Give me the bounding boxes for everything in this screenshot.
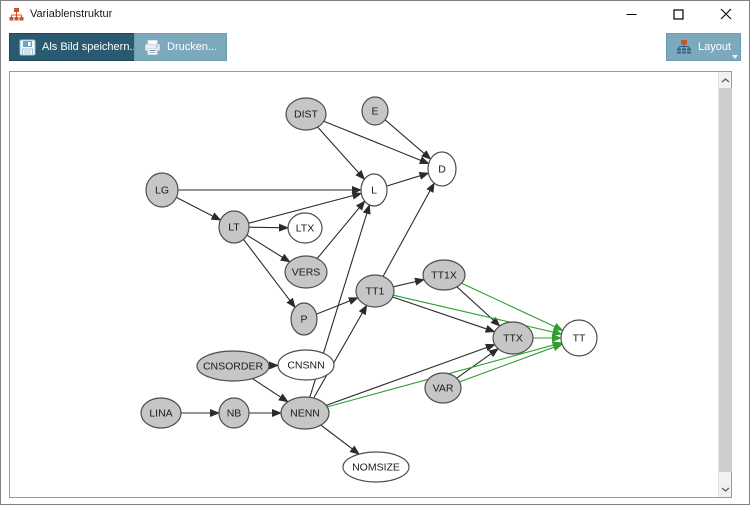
node-ellipse-DIST[interactable]: [285, 97, 327, 131]
edge-TT1-TT1X: [393, 277, 425, 288]
window-controls: [608, 1, 749, 27]
node-ellipse-CNSNN[interactable]: [277, 349, 335, 381]
node-ellipse-TT1[interactable]: [355, 274, 395, 308]
maximize-button[interactable]: [655, 1, 702, 27]
node-ellipse-LINA[interactable]: [140, 397, 182, 429]
app-sitemap-icon: [9, 7, 24, 20]
edge-LT-P: [243, 239, 296, 309]
graph-node-TT[interactable]: TT: [560, 319, 598, 357]
graph-node-LT[interactable]: LT: [218, 210, 250, 244]
edge-E-D: [384, 119, 432, 160]
graph-node-DIST[interactable]: DIST: [285, 97, 327, 131]
edge-DIST-D: [323, 120, 430, 165]
dropdown-arrow-icon: [732, 55, 738, 59]
edge-TT1X-TT: [461, 282, 564, 331]
node-ellipse-P[interactable]: [290, 302, 318, 336]
graph-node-NB[interactable]: NB: [218, 397, 250, 429]
graph-node-VAR[interactable]: VAR: [424, 372, 462, 404]
edge-TT1-TT: [393, 294, 563, 336]
node-ellipse-VERS[interactable]: [284, 255, 328, 289]
graph-node-CNSNN[interactable]: CNSNN: [277, 349, 335, 381]
node-ellipse-LG[interactable]: [145, 172, 179, 208]
layout-button[interactable]: Layout: [665, 33, 741, 61]
graph-node-LG[interactable]: LG: [145, 172, 179, 208]
close-icon: [720, 8, 731, 20]
scroll-down-button[interactable]: [719, 481, 732, 497]
node-ellipse-NOMSIZE[interactable]: [342, 451, 410, 483]
edge-CNSORDER-NENN: [252, 378, 289, 403]
graph-node-TT1X[interactable]: TT1X: [422, 259, 466, 291]
node-ellipse-D[interactable]: [427, 151, 457, 187]
edge-LT-LTX: [248, 223, 289, 232]
scroll-up-button[interactable]: [719, 72, 732, 88]
graph-node-TT1[interactable]: TT1: [355, 274, 395, 308]
save-as-image-button[interactable]: Als Bild speichern...: [9, 33, 149, 61]
edge-NENN-NOMSIZE: [320, 424, 360, 455]
node-ellipse-NENN[interactable]: [280, 396, 330, 430]
edge-TT1X-TTX: [456, 286, 501, 327]
print-label: Drucken...: [167, 41, 218, 53]
graph-node-D[interactable]: D: [427, 151, 457, 187]
layout-label: Layout: [697, 41, 731, 53]
maximize-icon: [673, 8, 684, 20]
minimize-button[interactable]: [608, 1, 655, 27]
edge-P-TT1: [316, 297, 359, 315]
node-ellipse-LT[interactable]: [218, 210, 250, 244]
titlebar: Variablenstruktur: [1, 1, 749, 27]
edge-LT-VERS: [246, 234, 291, 263]
toolbar: Als Bild speichern... Drucken...: [1, 29, 749, 67]
vertical-scrollbar[interactable]: [718, 72, 732, 497]
graph-node-TTX[interactable]: TTX: [492, 321, 534, 355]
print-button[interactable]: Drucken...: [134, 33, 228, 61]
graph-node-NENN[interactable]: NENN: [280, 396, 330, 430]
graph-node-L[interactable]: L: [360, 173, 388, 207]
edge-L-D: [386, 172, 430, 187]
close-button[interactable]: [702, 1, 749, 27]
edge-TT1-D: [382, 182, 435, 277]
edge-LG-LT: [176, 196, 222, 221]
node-ellipse-L[interactable]: [360, 173, 388, 207]
graph-node-P[interactable]: P: [290, 302, 318, 336]
window-title: Variablenstruktur: [30, 8, 113, 20]
graph-node-NOMSIZE[interactable]: NOMSIZE: [342, 451, 410, 483]
graph-node-VERS[interactable]: VERS: [284, 255, 328, 289]
edge-VAR-TT: [459, 343, 564, 383]
node-ellipse-CNSORDER[interactable]: [196, 350, 270, 382]
edge-TT1-TTX: [392, 296, 496, 333]
node-ellipse-LTX[interactable]: [287, 212, 323, 244]
chevron-up-icon: [721, 77, 730, 82]
edge-DIST-L: [317, 126, 366, 180]
scrollbar-thumb[interactable]: [719, 88, 732, 472]
edge-LT-L: [248, 191, 363, 224]
layout-sitemap-icon: [676, 40, 691, 54]
save-as-image-label: Als Bild speichern...: [42, 41, 139, 53]
graph-node-LTX[interactable]: LTX: [287, 212, 323, 244]
node-ellipse-TT[interactable]: [560, 319, 598, 357]
floppy-disk-icon: [19, 39, 36, 55]
node-ellipse-TTX[interactable]: [492, 321, 534, 355]
graph-node-E[interactable]: E: [361, 96, 389, 126]
edge-NENN-TT1: [313, 304, 368, 399]
node-ellipse-VAR[interactable]: [424, 372, 462, 404]
edge-NENN-TTX: [325, 343, 496, 406]
edge-VERS-L: [316, 200, 366, 259]
node-ellipse-NB[interactable]: [218, 397, 250, 429]
node-ellipse-TT1X[interactable]: [422, 259, 466, 291]
graph-node-LINA[interactable]: LINA: [140, 397, 182, 429]
chevron-down-icon: [721, 487, 730, 492]
minimize-icon: [626, 13, 637, 15]
edge-VAR-TTX: [456, 348, 499, 379]
node-ellipse-E[interactable]: [361, 96, 389, 126]
graph-node-CNSORDER[interactable]: CNSORDER: [196, 350, 270, 382]
printer-icon: [145, 39, 160, 55]
